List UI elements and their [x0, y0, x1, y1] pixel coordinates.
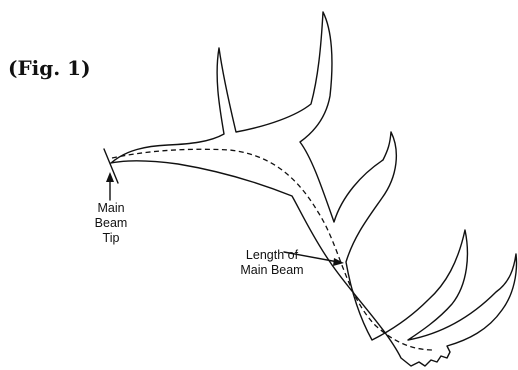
beam-label-line-2: Main Beam: [222, 263, 322, 278]
antler-outline: [111, 12, 516, 366]
main-beam-tip-label: Main Beam Tip: [86, 201, 136, 246]
tip-label-line-1: Main: [86, 201, 136, 216]
length-arrow-head: [333, 258, 344, 266]
tip-label-line-2: Beam: [86, 216, 136, 231]
tip-arrow-head: [106, 172, 114, 182]
tip-label-line-3: Tip: [86, 231, 136, 246]
length-of-main-beam-label: Length of Main Beam: [222, 248, 322, 278]
beam-label-line-1: Length of: [222, 248, 322, 263]
